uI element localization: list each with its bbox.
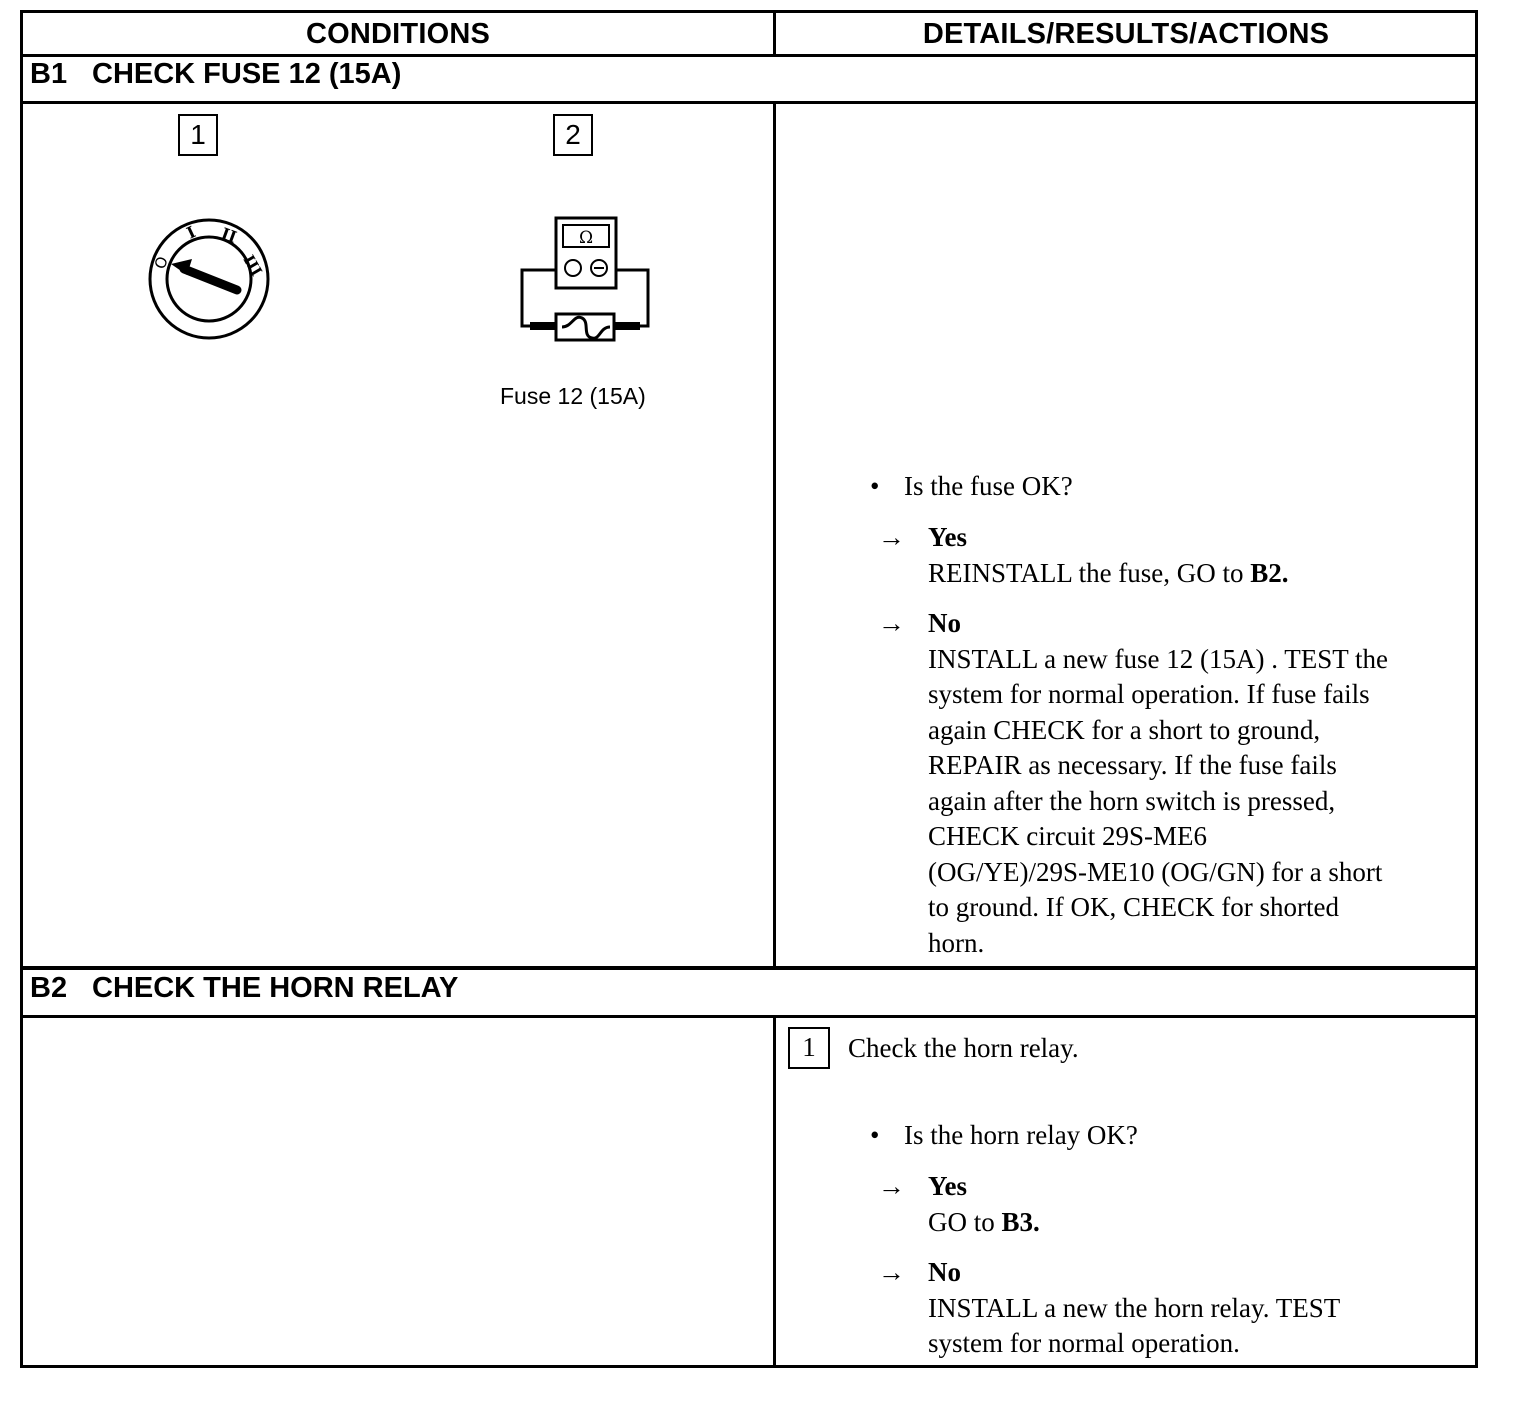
section-b2-divider <box>20 966 1478 970</box>
b1-no-line: to ground. If OK, CHECK for shorted <box>928 892 1339 922</box>
b1-no-line: again after the horn switch is pressed, <box>928 785 1336 816</box>
fuse-caption: Fuse 12 (15A) <box>500 383 646 409</box>
details-header: DETAILS/RESULTS/ACTIONS <box>922 17 1330 50</box>
header-divider <box>20 54 1478 57</box>
b1-yes-ref: B2. <box>1250 557 1289 588</box>
section-b1-text: CHECK FUSE 12 (15A) <box>92 58 402 90</box>
b1-no-line: horn. <box>928 927 985 958</box>
b1-yes-label: Yes <box>928 522 967 552</box>
b2-yes-label: Yes <box>928 1171 967 1201</box>
b1-no-line: CHECK circuit 29S-ME6 <box>928 821 1207 851</box>
b2-step-1-box: 1 <box>788 1027 830 1069</box>
ignition-label-ii: II <box>219 224 240 247</box>
b2-question-text: Is the horn relay OK? <box>904 1120 1138 1150</box>
b1-question-text: Is the fuse OK? <box>904 471 1073 501</box>
arrow-right-icon: → <box>878 608 905 638</box>
b1-question: • Is the fuse OK? <box>870 469 1073 505</box>
arrow-right-icon: → <box>878 1257 905 1287</box>
ohmmeter-fuse-diagram: Ω <box>520 216 650 342</box>
b1-no-line: (OG/YE)/29S-ME10 (OG/GN) for a short <box>928 856 1383 887</box>
b2-yes-ref: B3. <box>1001 1206 1040 1237</box>
ignition-switch-icon: O I II III <box>148 218 270 340</box>
b2-column-divider <box>773 1015 776 1367</box>
b1-no-label: No <box>928 608 961 638</box>
b2-step-text: Check the horn relay. <box>848 1033 1079 1063</box>
section-b2-code: B2 <box>30 972 68 1004</box>
arrow-right-icon: → <box>878 1171 905 1201</box>
section-b2-text: CHECK THE HORN RELAY <box>92 972 459 1004</box>
b2-no-line: system for normal operation. <box>928 1328 1240 1358</box>
section-b1-title-divider <box>20 101 1478 104</box>
header-column-divider <box>773 10 776 56</box>
b1-step-1-box: 1 <box>178 114 218 156</box>
b2-answer-no: → No INSTALL a new the horn relay. TEST … <box>878 1255 1340 1362</box>
ignition-label-i: I <box>184 222 199 242</box>
section-b2-title-divider <box>20 1015 1478 1018</box>
ohm-symbol: Ω <box>579 228 593 248</box>
bullet-icon: • <box>870 471 880 501</box>
b2-question: • Is the horn relay OK? <box>870 1118 1138 1154</box>
bullet-icon: • <box>870 1120 880 1150</box>
b1-no-line: system for normal operation. If fuse fai… <box>928 679 1370 709</box>
b1-yes-text: REINSTALL the fuse, GO to <box>928 557 1251 588</box>
b2-answer-yes: → Yes GO to B3. <box>878 1169 1040 1240</box>
section-b2-title: B2 CHECK THE HORN RELAY <box>30 972 458 1005</box>
b1-column-divider <box>773 101 776 969</box>
section-b1-title: B1 CHECK FUSE 12 (15A) <box>30 58 401 91</box>
b1-answer-no: → No INSTALL a new fuse 12 (15A) . TEST … <box>878 606 1388 961</box>
section-b1-code: B1 <box>30 58 68 90</box>
b1-step-2-box: 2 <box>553 114 593 156</box>
table-frame <box>20 10 1478 1368</box>
b2-no-label: No <box>928 1257 961 1287</box>
b2-yes-text: GO to <box>928 1206 1002 1237</box>
b1-no-line: INSTALL a new fuse 12 (15A) . TEST the <box>928 643 1389 674</box>
b1-no-line: again CHECK for a short to ground, <box>928 714 1321 745</box>
conditions-header: CONDITIONS <box>305 17 491 50</box>
b1-answer-yes: → Yes REINSTALL the fuse, GO to B2. <box>878 520 1289 591</box>
arrow-right-icon: → <box>878 522 905 552</box>
ignition-label-o: O <box>151 254 172 271</box>
b1-no-line: REPAIR as necessary. If the fuse fails <box>928 750 1337 780</box>
b2-no-line: INSTALL a new the horn relay. TEST <box>928 1292 1341 1323</box>
